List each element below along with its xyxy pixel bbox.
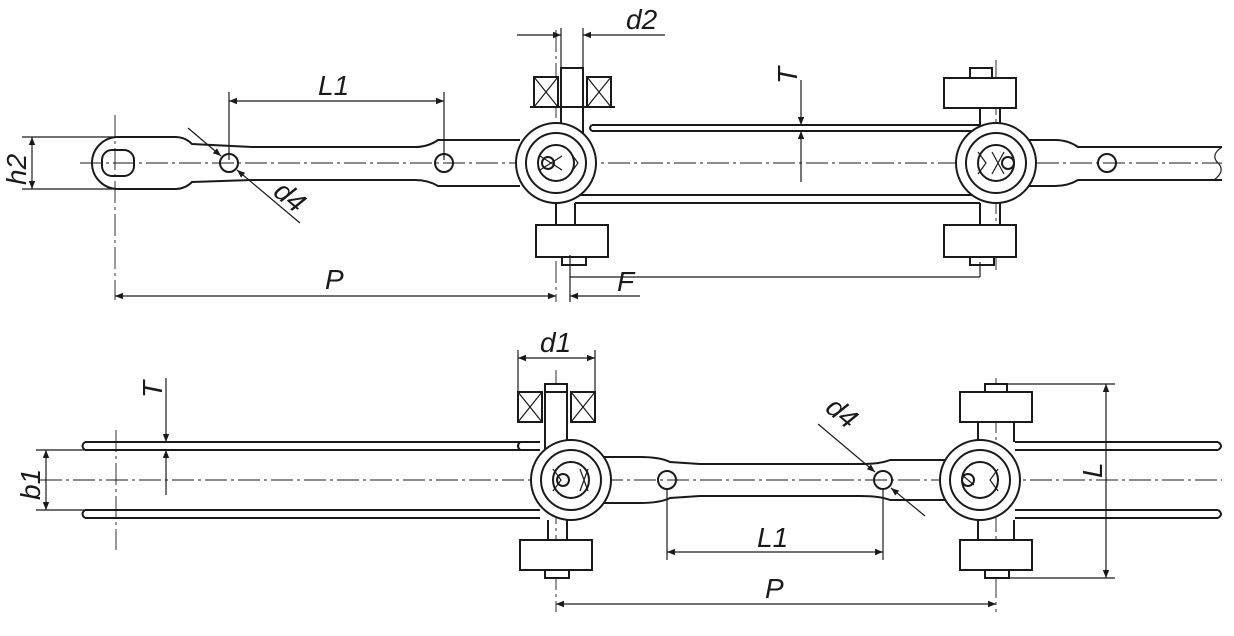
bottom-L-label: L xyxy=(1077,462,1108,478)
bottom-dim-L: L xyxy=(1007,383,1115,579)
top-hole-3 xyxy=(1097,153,1117,173)
bottom-dim-P: P xyxy=(556,573,996,608)
top-dim-L1: L1 xyxy=(228,70,445,160)
bottom-dim-T: T xyxy=(137,378,170,495)
bottom-pin-assembly-2 xyxy=(939,383,1033,579)
bottom-b1-label: b1 xyxy=(15,469,46,500)
bottom-d4-label: d4 xyxy=(820,391,864,435)
top-slot-hole xyxy=(101,149,135,177)
top-view: d2 L1 T h2 d4 xyxy=(1,4,1223,302)
top-pin-assembly-1 xyxy=(515,67,615,266)
bottom-L1-label: L1 xyxy=(757,522,788,553)
top-right-link xyxy=(1025,139,1223,187)
top-F-label: F xyxy=(617,266,636,297)
top-pin-assembly-2 xyxy=(943,67,1037,266)
top-roller-lower-1 xyxy=(535,224,609,258)
top-flat-bars xyxy=(575,124,980,204)
bottom-d1-label: d1 xyxy=(540,327,571,358)
bottom-pin-assembly-1 xyxy=(517,383,612,579)
bottom-T-label: T xyxy=(137,379,168,398)
top-h2-label: h2 xyxy=(1,153,32,185)
bottom-roller-lower-1 xyxy=(519,539,593,571)
top-dim-P: P xyxy=(115,264,556,300)
top-P-label: P xyxy=(325,264,344,295)
top-dim-d4: d4 xyxy=(187,127,312,224)
bottom-hole-1 xyxy=(657,470,677,490)
bottom-left-flat-bars xyxy=(81,441,540,519)
top-roller-upper-2 xyxy=(943,77,1017,109)
bottom-main-link xyxy=(600,456,960,504)
top-roller-lower-2 xyxy=(943,224,1017,258)
top-dim-F: F xyxy=(569,255,981,302)
bottom-hole-2 xyxy=(873,470,893,490)
bottom-roller-upper-2 xyxy=(959,391,1033,423)
top-dim-d2: d2 xyxy=(517,4,665,70)
bottom-view: d1 T b1 d4 L1 xyxy=(15,327,1222,612)
bottom-dim-b1: b1 xyxy=(15,449,85,511)
bottom-right-flat-bars xyxy=(1015,441,1222,519)
top-L1-label: L1 xyxy=(318,70,349,101)
bottom-dim-d1: d1 xyxy=(517,327,596,392)
top-d4-label: d4 xyxy=(268,175,312,219)
top-main-link xyxy=(91,136,520,190)
top-T-label: T xyxy=(772,65,803,84)
bottom-P-label: P xyxy=(765,573,784,604)
top-dim-h2: h2 xyxy=(1,136,118,190)
bottom-roller-lower-2 xyxy=(959,539,1033,571)
top-dim-T: T xyxy=(772,65,805,182)
top-d2-label: d2 xyxy=(626,4,658,35)
bottom-dim-L1: L1 xyxy=(666,490,884,560)
